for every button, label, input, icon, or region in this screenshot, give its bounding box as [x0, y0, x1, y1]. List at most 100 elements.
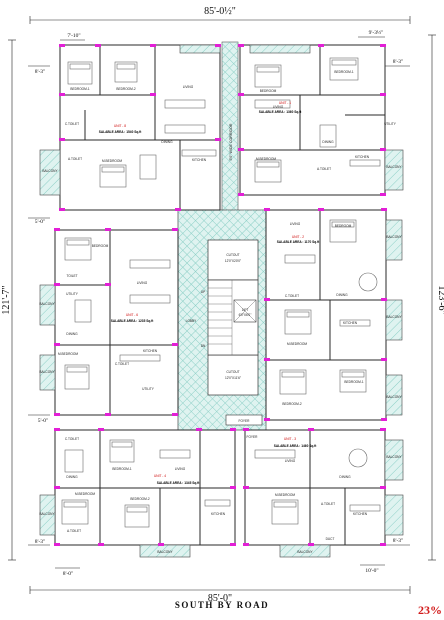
u3-balcony: BALCONY: [386, 455, 402, 459]
u2-kitchen: KITCHEN: [343, 321, 358, 325]
cutout-top-label: CUTOUT: [226, 253, 239, 257]
u1-salable-area: SALABLE AREA : 1360 Sq.ft: [259, 110, 303, 114]
right-height-dimension: 123'-6": [436, 285, 444, 314]
u3-unit-name: UNIT - 3: [284, 437, 296, 441]
zoom-level-indicator[interactable]: 23%: [418, 603, 442, 617]
u3-living: LIVING: [285, 459, 296, 463]
u8-salable-area: SALABLE AREA : 1540 Sq.ft: [99, 130, 143, 134]
u4-balcony2: BALCONY: [157, 550, 173, 554]
u3-atoilet: A.TOILET: [321, 502, 335, 506]
u4-bedroom2: BEDROOM-2: [130, 497, 150, 501]
u2-living: LIVING: [290, 222, 301, 226]
u4-balcony: BALCONY: [39, 512, 55, 516]
lobby-core: [177, 209, 267, 431]
u4-dining: DINING: [66, 475, 78, 479]
cutout-bottom-size: 12'0"X11'6": [225, 376, 241, 380]
u2-ctoilet: C.TOILET: [285, 294, 299, 298]
u2-balcony: BALCONY: [386, 235, 402, 239]
top-width-dimension: 85'-0½": [204, 6, 236, 17]
corridor-cross: [222, 42, 238, 212]
lift-label: LIFT: [242, 308, 249, 312]
u4-mbedroom: M.BEDROOM: [75, 492, 95, 496]
balconies: [39, 44, 404, 558]
u1-kitchen: KITCHEN: [355, 155, 370, 159]
u1-bedroom: BEDROOM: [260, 89, 277, 93]
u3-dining: DINING: [339, 475, 351, 479]
u8-mbedroom: M.BEDROOM: [102, 159, 122, 163]
u6-toilet: TOILET: [66, 274, 77, 278]
right-setback-2: 8'-3": [393, 538, 404, 544]
road-label: SOUTH BY ROAD: [174, 600, 270, 610]
dimension-lines: [8, 16, 436, 594]
u4-kitchen: KITCHEN: [211, 512, 226, 516]
u6-salable-area: SALABLE AREA : 1235 Sq.ft: [111, 319, 155, 323]
u6-bedroom: BEDROOM: [92, 244, 109, 248]
u2-mbedroom: M.BEDROOM: [287, 342, 307, 346]
u2-balcony2: BALCONY: [386, 315, 402, 319]
u6-utility: UTILITY: [66, 292, 79, 296]
u3-balcony2: BALCONY: [297, 550, 313, 554]
u2-bedroom2: BEDROOM-2: [282, 402, 302, 406]
u6-unit-name: UNIT - 6: [126, 313, 138, 317]
left-setback-2: 5'-0": [35, 219, 46, 225]
u8-unit-name: UNIT - 8: [114, 124, 126, 128]
left-setback-1: 8'-3": [35, 69, 46, 75]
u4-ctoilet: C.TOILET: [65, 437, 79, 441]
u8-kitchen: KITCHEN: [192, 158, 207, 162]
corridor-label: 5'0" WIDE CORRIDOR: [229, 123, 233, 160]
u6-balcony2: BALCONY: [39, 370, 55, 374]
u2-balcony3: BALCONY: [386, 395, 402, 399]
u1-dining: DINING: [322, 140, 334, 144]
furniture: [61, 57, 381, 528]
u1-utility: UTILITY: [384, 122, 397, 126]
u4-salable-area: SALABLE AREA : 1345 Sq.ft: [157, 481, 201, 485]
structural-columns: [54, 44, 387, 546]
u2-bedroom: BEDROOM: [335, 224, 352, 228]
u3-duct: DUCT: [326, 537, 335, 541]
right-setback-1: 8'-3": [393, 59, 404, 65]
left-setback-3: 5'-0": [38, 418, 49, 424]
u6-kitchen: KITCHEN: [143, 349, 158, 353]
u6-living: LIVING: [137, 281, 148, 285]
top-right-offset-dimension: 9'-3½": [369, 29, 384, 36]
left-height-dimension: 121'-7": [1, 285, 12, 314]
u2-unit-name: UNIT - 2: [292, 235, 304, 239]
left-setback-4: 8'-3": [35, 539, 46, 545]
lift-size: 6'0"X6'0": [239, 313, 252, 317]
u1-balcony: BALCONY: [386, 165, 402, 169]
u1-atoilet: A.TOILET: [317, 167, 331, 171]
u6-utility2: UTILITY: [142, 387, 155, 391]
u1-bedroom1: BEDROOM-1: [334, 70, 354, 74]
u2-bedroom1: BEDROOM-1: [344, 380, 364, 384]
u3-mbedroom: M.BEDROOM: [275, 493, 295, 497]
cutout-top-size: 12'0"X20'0": [225, 259, 241, 263]
top-left-offset-dimension: 7'-10": [67, 33, 80, 39]
u3-foyer: FOYER: [247, 435, 259, 439]
u2-dining: DINING: [336, 293, 348, 297]
u2-salable-area: SALABLE AREA : 1170 Sq.ft: [277, 240, 320, 244]
bottom-left-offset: 8'-0": [63, 571, 74, 577]
core-foyer-label: FOYER: [239, 419, 251, 423]
u6-mbedroom: M.BEDROOM: [58, 352, 78, 356]
u1-unit-name: UNIT - 1: [279, 101, 291, 105]
u6-dining: DINING: [66, 332, 78, 336]
u8-dining: DINING: [161, 140, 173, 144]
u3-salable-area: SALABLE AREA : 1460 Sq.ft: [274, 444, 318, 448]
bottom-right-offset: 10'-0": [365, 568, 378, 574]
u4-unit-name: UNIT - 4: [154, 474, 166, 478]
u8-living: LIVING: [183, 85, 194, 89]
u4-living: LIVING: [175, 467, 186, 471]
u8-balcony: BALCONY: [42, 169, 58, 173]
u1-mbedroom: M.BEDROOM: [256, 157, 276, 161]
u1-living: LIVING: [273, 105, 284, 109]
u3-kitchen: KITCHEN: [353, 512, 368, 516]
u8-bedroom2: BEDROOM-2: [116, 87, 136, 91]
lobby-label: LOBBY: [186, 319, 198, 323]
u8-bedroom1: BEDROOM-1: [70, 87, 90, 91]
u4-bedroom1: BEDROOM-1: [112, 467, 132, 471]
stair-down-label: DN: [201, 344, 206, 348]
u6-atoilet: C.TOILET: [115, 362, 129, 366]
bottom-width-dimension: 85'-0": [208, 593, 232, 604]
u8-atoilet: A.TOILET: [68, 157, 82, 161]
